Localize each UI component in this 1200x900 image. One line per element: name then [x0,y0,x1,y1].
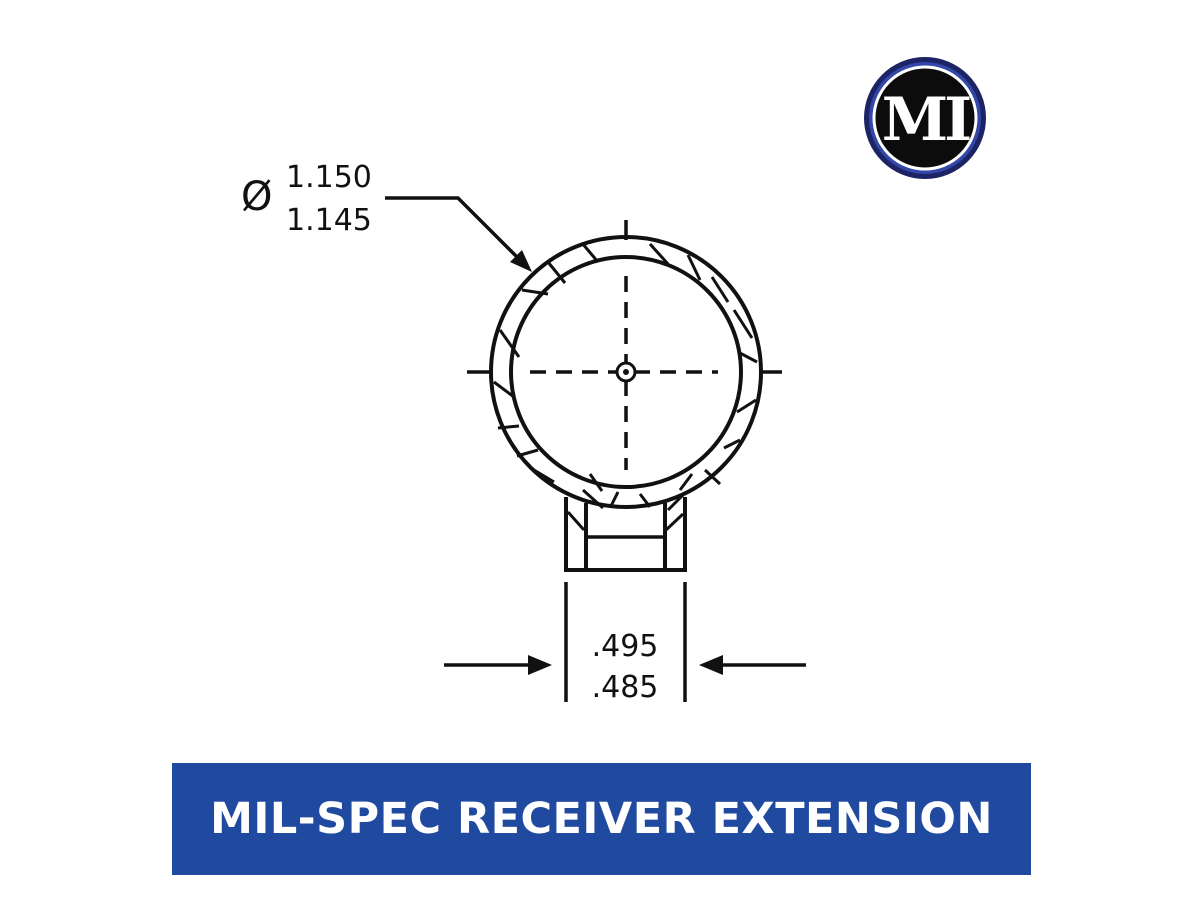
diameter-leader [385,196,527,267]
tube-section [467,220,782,509]
key-section [564,488,687,572]
arrowhead-left [528,655,552,675]
logo-text: MI [882,85,970,155]
tube-inner-wall [509,255,743,489]
diameter-max: 1.150 [286,160,372,195]
arrowhead-right [699,655,723,675]
diameter-arrowhead [510,250,532,272]
mi-logo: MI [864,57,986,179]
banner-title: MIL-SPEC RECEIVER EXTENSION [210,794,993,844]
diameter-min: 1.145 [286,203,372,238]
diameter-callout: Ø 1.150 1.145 [241,160,372,238]
key-width-dimension: .495 .485 [444,582,806,705]
key-width-min: .485 [592,670,659,705]
diameter-symbol: Ø [241,174,272,220]
tube-hatching [493,242,758,492]
center-mark-dot [623,369,629,375]
key-hatching [566,488,685,532]
title-banner: MIL-SPEC RECEIVER EXTENSION [172,763,1031,875]
key-width-max: .495 [592,629,659,664]
